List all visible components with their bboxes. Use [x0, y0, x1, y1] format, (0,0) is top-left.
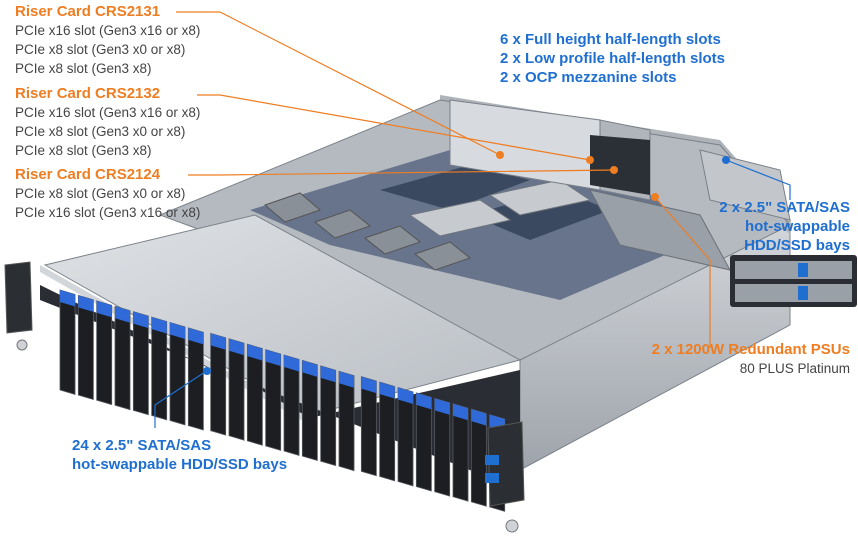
drive-bay	[77, 294, 94, 401]
riser-slot: PCIe x8 slot (Gen3 x0 or x8)	[15, 186, 186, 201]
drive-bay-latch	[133, 311, 149, 329]
front-bays-line: 24 x 2.5" SATA/SAS	[72, 437, 212, 454]
drive-bay	[59, 289, 76, 395]
drive-bay	[265, 349, 282, 451]
drive-bay	[96, 300, 113, 406]
drive-bay	[320, 365, 337, 467]
psu-callout: 2 x 1200W Redundant PSUs 80 PLUS Platinu…	[652, 340, 850, 378]
riser-card-title: Riser Card CRS2131	[15, 3, 161, 20]
front-bays-line: hot-swappable HDD/SSD bays	[72, 456, 288, 473]
rear-bays-line: 2 x 2.5" SATA/SAS	[719, 199, 850, 216]
drive-bay	[434, 397, 451, 497]
riser-slot: PCIe x8 slot (Gen3 x8)	[15, 61, 152, 76]
drive-bay-latch	[151, 317, 167, 334]
riser-slot: PCIe x16 slot (Gen3 x16 or x8)	[15, 23, 201, 38]
expansion-line: 6 x Full height half-length slots	[500, 31, 721, 48]
front-bays-callout: 24 x 2.5" SATA/SAS hot-swappable HDD/SSD…	[72, 436, 287, 474]
drive-bay-latch	[265, 349, 281, 367]
drive-bay-latch	[320, 365, 336, 383]
riser-card-crs2124: Riser Card CRS2124 PCIe x8 slot (Gen3 x0…	[15, 165, 200, 222]
drive-bay-latch	[379, 382, 395, 399]
drive-bay-latch	[434, 398, 450, 415]
riser-card-crs2131: Riser Card CRS2131 PCIe x16 slot (Gen3 x…	[15, 2, 200, 78]
expansion-line: 2 x OCP mezzanine slots	[500, 69, 677, 86]
drive-bay-latch	[115, 306, 131, 323]
drive-bay-latch	[284, 355, 300, 372]
drive-bay-latch	[210, 333, 226, 350]
drive-bay-latch	[247, 344, 263, 361]
drive-bay-latch	[188, 327, 204, 345]
drive-bay	[187, 327, 204, 431]
drive-bay	[246, 343, 263, 446]
front-drive-bays	[59, 289, 506, 512]
expansion-line: 2 x Low profile half-length slots	[500, 50, 726, 67]
drive-bay-latch	[453, 403, 469, 421]
drive-bay-latch	[170, 322, 186, 339]
psu-subtitle: 80 PLUS Platinum	[739, 361, 850, 376]
drive-bay-latch	[60, 290, 76, 307]
drive-bay-latch	[96, 300, 112, 318]
rear-bays-line: HDD/SSD bays	[744, 237, 850, 254]
rear-bays-callout: 2 x 2.5" SATA/SAS hot-swappable HDD/SSD …	[719, 198, 850, 255]
drive-bay-latch	[416, 392, 432, 410]
riser-card-crs2132: Riser Card CRS2132 PCIe x16 slot (Gen3 x…	[15, 84, 200, 160]
drive-bay-latch	[302, 360, 318, 377]
riser-slot: PCIe x16 slot (Gen3 x16 or x8)	[15, 105, 201, 120]
drive-bay-latch	[339, 371, 355, 388]
drive-bay	[379, 381, 396, 482]
drive-bay-latch	[229, 338, 245, 356]
drive-bay	[228, 338, 245, 441]
riser-card-title: Riser Card CRS2132	[15, 85, 161, 102]
drive-bay	[210, 332, 227, 436]
drive-bay-latch	[471, 409, 487, 426]
drive-bay-latch	[361, 376, 377, 394]
riser-slot: PCIe x8 slot (Gen3 x8)	[15, 143, 152, 158]
riser-slot: PCIe x8 slot (Gen3 x0 or x8)	[15, 124, 186, 139]
drive-bay-latch	[398, 387, 414, 404]
riser-card-title: Riser Card CRS2124	[15, 166, 161, 183]
rear-bays-line: hot-swappable	[744, 218, 850, 235]
riser-slot: PCIe x16 slot (Gen3 x16 or x8)	[15, 205, 201, 220]
expansion-slots-callout: 6 x Full height half-length slots 2 x Lo…	[500, 30, 725, 87]
drive-bay-latch	[78, 295, 94, 312]
psu-title: 2 x 1200W Redundant PSUs	[651, 341, 850, 358]
drive-bay	[169, 321, 186, 426]
drive-bay	[132, 311, 149, 416]
riser-slot: PCIe x8 slot (Gen3 x0 or x8)	[15, 42, 186, 57]
drive-bay	[151, 316, 168, 421]
